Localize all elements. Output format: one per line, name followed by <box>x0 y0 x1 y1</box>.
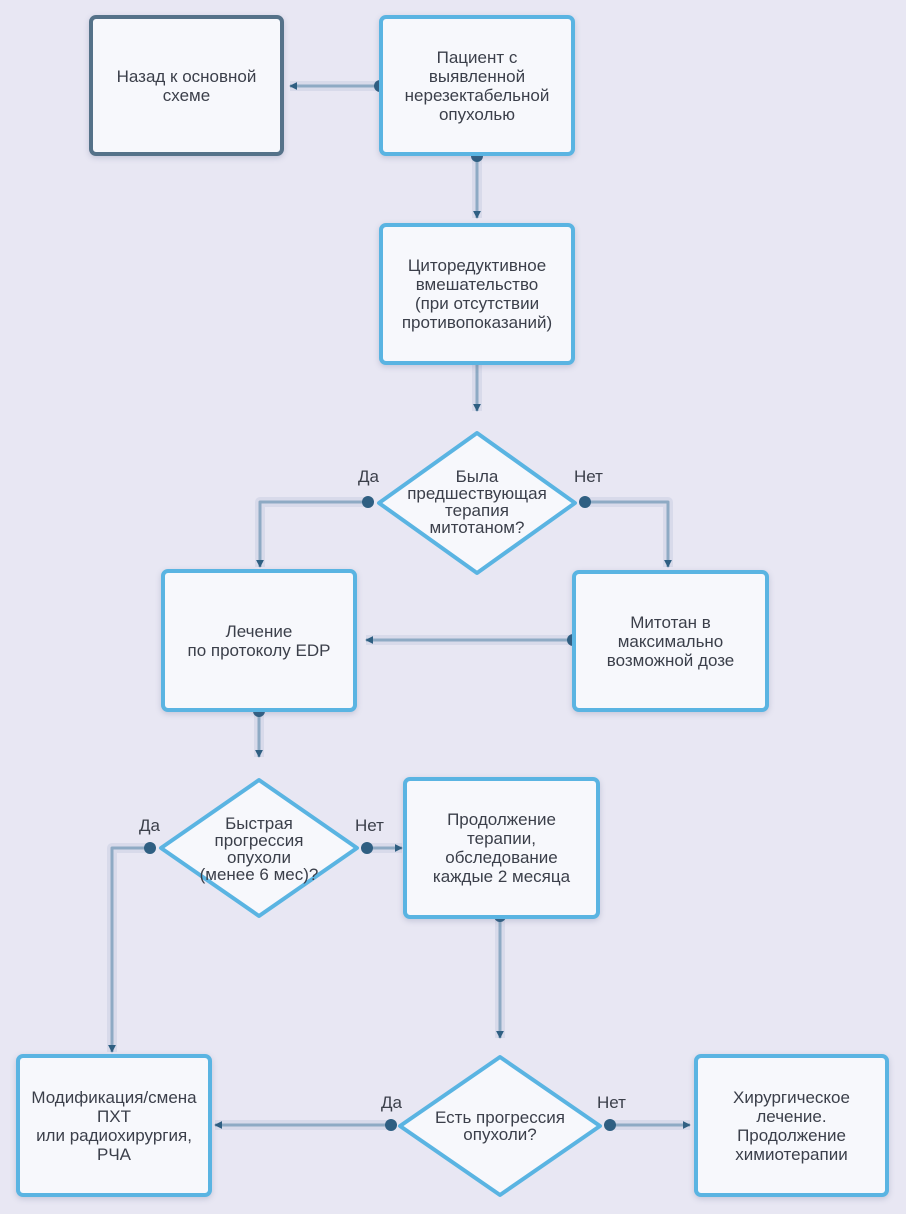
node-edp: Лечение по протоколу EDP <box>161 569 357 712</box>
decision-prior-therapy-shape <box>377 431 577 575</box>
decision-prior-therapy-label: Была предшествующая терапия митотаном? <box>407 467 547 537</box>
node-mitotane-label: Митотан в максимально возможной дозе <box>606 612 735 670</box>
node-surgery: Хирургическое лечение. Продолжение химио… <box>694 1054 889 1197</box>
node-modification-label: Модификация/смена ПХТ или радиохирургия,… <box>31 1087 197 1164</box>
edge-label-no-rapid: Нет <box>355 816 384 835</box>
node-edp-label: Лечение по протоколу EDP <box>187 621 331 660</box>
edge-label-yes-rapid: Да <box>139 816 160 835</box>
decision-progression-label: Есть прогрессия опухоли? <box>435 1108 565 1144</box>
node-surgery-label: Хирургическое лечение. Продолжение химио… <box>733 1087 850 1164</box>
node-cytoreductive-label: Циторедуктивное вмешательство (при отсут… <box>401 256 553 332</box>
edge-rapid-yes-modification <box>108 846 150 1053</box>
edge-label-yes-prior: Да <box>358 467 379 486</box>
node-modification: Модификация/смена ПХТ или радиохирургия,… <box>16 1054 212 1197</box>
edge-label-yes-progression: Да <box>381 1093 402 1112</box>
edge-decision-no-mitotane <box>585 500 672 568</box>
node-continue-therapy-label: Продолжение терапии, обследование каждые… <box>432 810 571 886</box>
node-mitotane: Митотан в максимально возможной дозе <box>572 570 769 712</box>
back-to-main-scheme-label: Назад к основной схеме <box>116 66 257 105</box>
node-cytoreductive: Циторедуктивное вмешательство (при отсут… <box>379 223 575 365</box>
decision-rapid-progression-label: Быстрая прогрессия опухоли (менее 6 мес)… <box>199 814 319 884</box>
decision-rapid-progression-shape <box>159 778 359 918</box>
node-patient-label: Пациент с выявленной нерезектабельной оп… <box>404 47 550 124</box>
node-continue-therapy: Продолжение терапии, обследование каждые… <box>403 777 600 919</box>
edge-label-no-progression: Нет <box>597 1093 626 1112</box>
back-to-main-scheme-button[interactable]: Назад к основной схеме <box>89 15 284 156</box>
node-patient: Пациент с выявленной нерезектабельной оп… <box>379 15 575 156</box>
edge-label-no-prior: Нет <box>574 467 603 486</box>
decision-progression-shape <box>398 1055 602 1197</box>
edge-decision-yes-edp <box>256 500 368 568</box>
